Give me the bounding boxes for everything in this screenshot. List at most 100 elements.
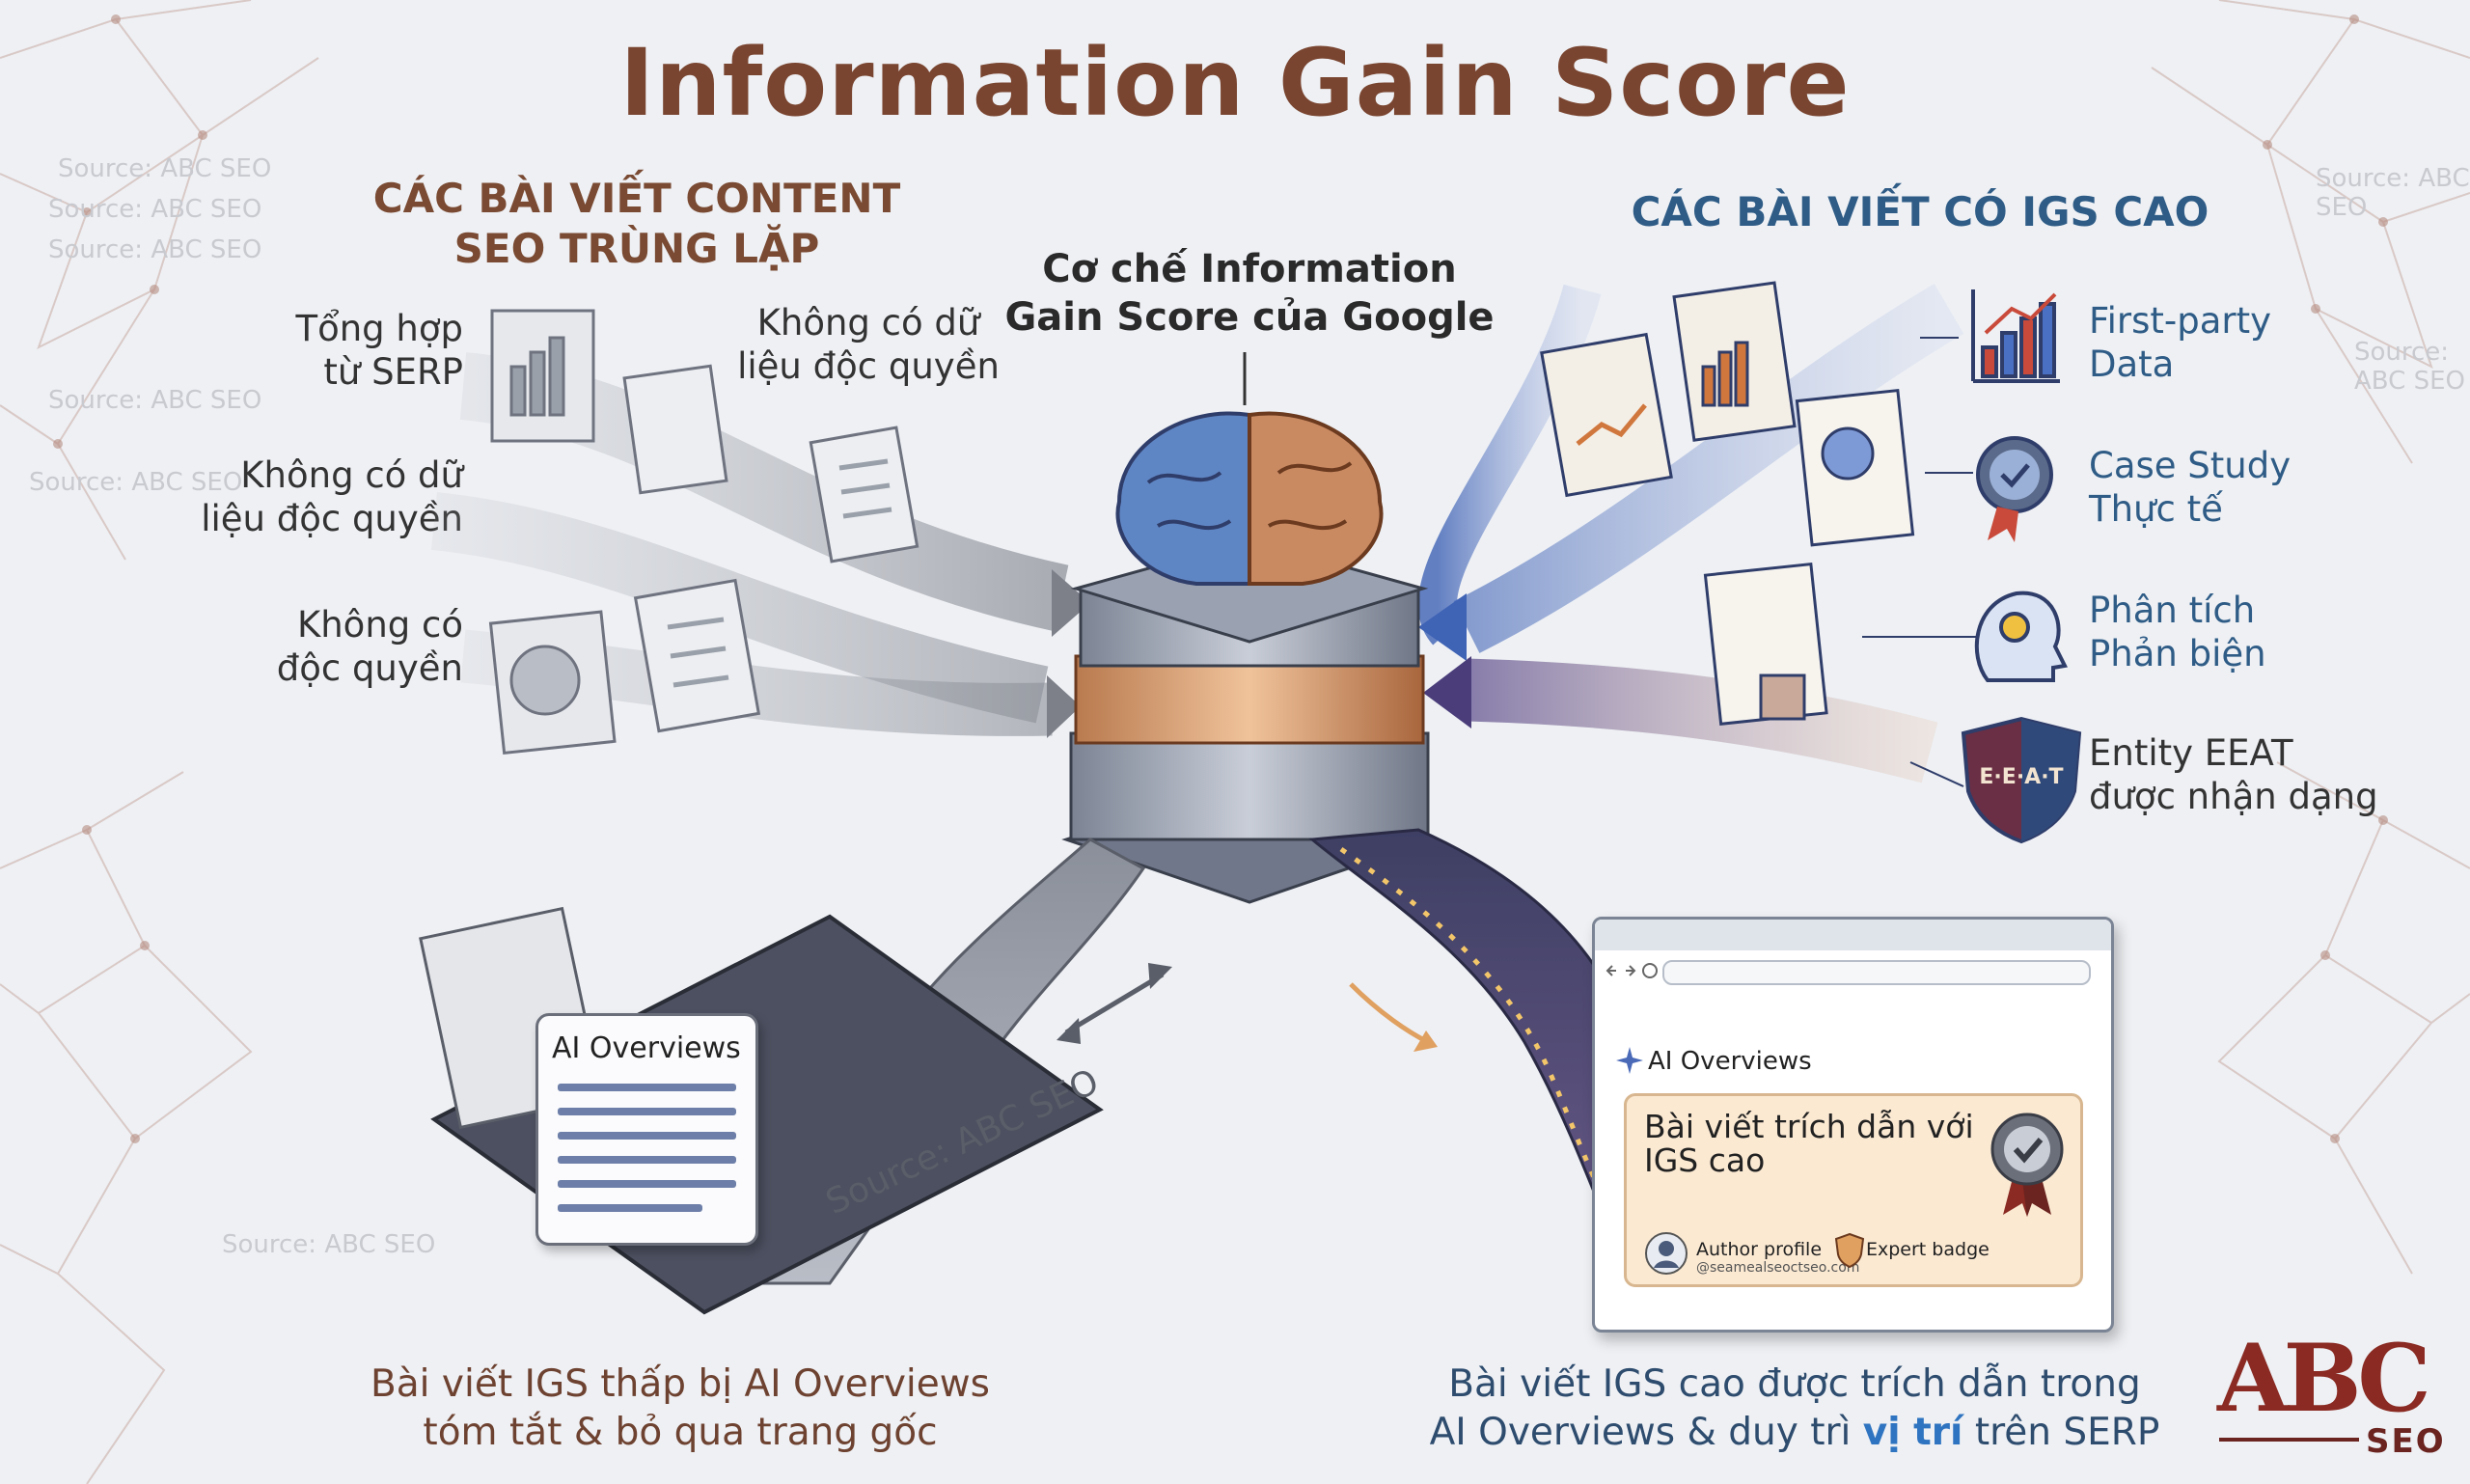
item-entity-eeat: Entity EEAT được nhận dạng xyxy=(2089,731,2378,818)
label-no-exclusive-line2: độc quyền xyxy=(276,647,463,689)
caption-high-igs-text-a: AI Overviews & duy trì xyxy=(1429,1411,1863,1454)
left-heading-line2: SEO TRÙNG LẶP xyxy=(453,225,820,272)
watermark-source: Source: ABC SEO xyxy=(48,195,262,224)
text-line xyxy=(558,1084,736,1091)
expert-badge-label: Expert badge xyxy=(1866,1239,1990,1260)
label-no-data-top-line1: Không có dữ xyxy=(756,302,980,344)
avatar-icon xyxy=(1645,1232,1688,1275)
label-serp-line1: Tổng hợp xyxy=(295,308,463,349)
caption-high-igs: Bài viết IGS cao được trích dẫn trong AI… xyxy=(1418,1360,2171,1457)
text-line xyxy=(558,1108,736,1115)
author-email: @seamealseoctseo.com xyxy=(1696,1260,1860,1276)
text-line xyxy=(558,1204,702,1212)
left-heading-line1: CÁC BÀI VIẾT CONTENT xyxy=(372,175,901,222)
item-first-party-line2: Data xyxy=(2089,344,2175,385)
mechanism-line1: Cơ chế Information xyxy=(1042,247,1457,291)
eeat-shield-icon xyxy=(1961,716,2082,844)
abc-seo-logo-sub: SEO xyxy=(2366,1422,2446,1461)
document-icon xyxy=(633,578,761,733)
item-first-party-data: First-party Data xyxy=(2089,299,2271,386)
label-no-data-line2: liệu độc quyền xyxy=(201,498,463,539)
award-badge-icon xyxy=(1976,436,2053,542)
browser-address-bar xyxy=(1662,960,2091,985)
label-no-exclusive-line1: Không có xyxy=(296,604,463,646)
watermark-source: Source: ABC SEO xyxy=(2316,164,2470,222)
item-entity-eeat-line2: được nhận dạng xyxy=(2089,776,2378,817)
caption-high-igs-highlight: vị trí xyxy=(1862,1411,1963,1454)
caption-low-igs-line1: Bài viết IGS thấp bị AI Overviews xyxy=(370,1362,990,1406)
page-title: Information Gain Score xyxy=(619,29,1851,137)
item-case-study: Case Study Thực tế xyxy=(2089,444,2291,531)
browser-tab-bar xyxy=(1595,920,2111,950)
mechanism-line2: Gain Score của Google xyxy=(1004,295,1495,340)
label-no-exclusive: Không có độc quyền xyxy=(183,603,463,690)
caption-low-igs: Bài viết IGS thấp bị AI Overviews tóm tắ… xyxy=(309,1360,1052,1457)
watermark-source: Source: ABC SEO xyxy=(58,154,272,183)
document-icon xyxy=(809,426,919,563)
left-section-heading: CÁC BÀI VIẾT CONTENT SEO TRÙNG LẶP xyxy=(318,174,955,274)
purple-arrowhead xyxy=(1423,656,1471,728)
abc-seo-logo: ABC xyxy=(2217,1324,2431,1433)
caption-high-igs-line2: AI Overviews & duy trì vị trí trên SERP xyxy=(1418,1409,2171,1457)
mechanism-label: Cơ chế Information Gain Score của Google xyxy=(999,245,1500,342)
text-line xyxy=(558,1156,736,1164)
text-line xyxy=(558,1132,736,1140)
citation-card-title-line2: IGS cao xyxy=(1644,1141,1766,1179)
item-case-study-line1: Case Study xyxy=(2089,445,2292,486)
report-document-icon xyxy=(1672,281,1797,442)
browser-window: AI Overviews Bài viết trích dẫn với IGS … xyxy=(1592,917,2114,1333)
label-no-data-top-line2: liệu độc quyền xyxy=(737,345,1000,387)
text-line xyxy=(558,1180,736,1188)
blue-arrowhead xyxy=(1418,593,1467,661)
watermark-source: Source: ABC SEO xyxy=(48,235,262,264)
orange-arrow xyxy=(1349,982,1430,1045)
logo-underline xyxy=(2219,1438,2359,1442)
citation-card: Bài viết trích dẫn với IGS cao Author pr… xyxy=(1624,1093,2083,1287)
label-no-data-line1: Không có dữ xyxy=(240,454,463,496)
blue-stream xyxy=(1453,284,1964,653)
item-analysis-line2: Phản biện xyxy=(2089,633,2266,674)
watermark-source: Source: ABC SEO xyxy=(48,386,262,415)
label-no-data: Không có dữ liệu độc quyền xyxy=(164,453,463,540)
author-profile-label: Author profile xyxy=(1696,1239,1823,1260)
verified-badge-icon xyxy=(1990,1113,2064,1217)
browser-ai-overviews-header: AI Overviews xyxy=(1648,1047,1812,1076)
label-no-data-top: Không có dữ liệu độc quyền xyxy=(714,301,1023,388)
item-analysis: Phân tích Phản biện xyxy=(2089,589,2266,675)
report-document-icon xyxy=(1795,389,1915,547)
expert-badge-icon xyxy=(1835,1233,1864,1268)
server-stack xyxy=(1061,538,1438,904)
report-document-icon xyxy=(1540,332,1673,498)
browser-nav-icons xyxy=(1606,963,1658,978)
purple-stream xyxy=(1466,658,1938,783)
citation-card-title-line1: Bài viết trích dẫn với xyxy=(1644,1108,1974,1145)
head-lightbulb-icon xyxy=(1974,591,2068,682)
watermark-source: Source: ABC SEO xyxy=(2354,338,2465,396)
watermark-source: Source: ABC SEO xyxy=(222,1230,436,1259)
ai-overviews-bubble: AI Overviews xyxy=(535,1013,758,1246)
item-first-party-line1: First-party xyxy=(2089,300,2271,342)
grey-arrowhead xyxy=(1047,675,1081,738)
chart-icon xyxy=(1971,289,2060,383)
right-section-heading: CÁC BÀI VIẾT CÓ IGS CAO xyxy=(1631,188,2209,235)
sparkle-icon xyxy=(1616,1047,1643,1074)
bidirectional-arrow xyxy=(1064,972,1165,1035)
caption-low-igs-line2: tóm tắt & bỏ qua trang gốc xyxy=(423,1411,938,1454)
caption-high-igs-line1: Bài viết IGS cao được trích dẫn trong xyxy=(1448,1362,2141,1406)
watermark-source: Source: ABC SEO xyxy=(29,468,243,497)
ai-overviews-header: AI Overviews xyxy=(552,1031,741,1065)
author-document-icon xyxy=(1703,563,1828,726)
item-entity-eeat-line1: Entity EEAT xyxy=(2089,732,2293,774)
eeat-shield-text: E·E·A·T xyxy=(1979,765,2063,789)
label-serp: Tổng hợp từ SERP xyxy=(203,307,463,394)
document-icon xyxy=(622,364,728,495)
citation-card-title: Bài viết trích dẫn với IGS cao xyxy=(1644,1110,1974,1177)
document-icon xyxy=(490,309,595,443)
item-case-study-line2: Thực tế xyxy=(2089,488,2223,530)
brain-icon xyxy=(1115,411,1384,586)
item-analysis-line1: Phân tích xyxy=(2089,590,2256,631)
document-icon xyxy=(488,610,617,756)
grey-arrowhead xyxy=(1052,569,1090,637)
